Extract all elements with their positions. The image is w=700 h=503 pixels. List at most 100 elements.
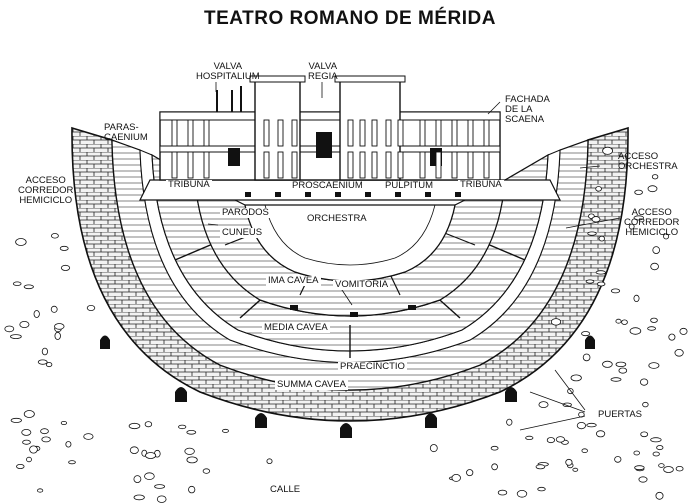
- stone: [638, 476, 648, 483]
- facade-column: [435, 119, 442, 147]
- facade-column: [171, 119, 178, 147]
- stone: [156, 495, 167, 503]
- label-valva-regia: VALVA REGIA: [308, 62, 338, 82]
- stone: [562, 402, 572, 407]
- stone: [629, 327, 642, 335]
- stone: [572, 467, 579, 472]
- label-line: HEMICICLO: [625, 227, 679, 238]
- stone: [555, 436, 566, 443]
- facade-column: [451, 151, 458, 179]
- stone: [65, 441, 72, 448]
- stone: [610, 288, 621, 294]
- label-calle: CALLE: [270, 484, 301, 495]
- label-parascaenium: PARAS- CAENIUM: [104, 123, 148, 143]
- stone: [651, 174, 659, 180]
- label-acceso-corredor-right: ACCESO CORREDOR HEMICICLO: [624, 208, 679, 238]
- stone: [41, 436, 51, 443]
- stone: [41, 347, 49, 356]
- stone: [658, 463, 665, 468]
- stone: [642, 401, 649, 408]
- facade-column: [187, 151, 194, 179]
- stone: [133, 494, 145, 501]
- stone: [145, 452, 157, 459]
- label-parodos: PARODOS: [220, 207, 271, 218]
- stone: [10, 334, 22, 340]
- stone: [663, 466, 674, 473]
- label-cuneus: CUNEUS: [220, 227, 265, 238]
- stone: [154, 484, 166, 489]
- facade-column: [483, 151, 490, 179]
- label-valva-hospitalium: VALVA HOSPITALIUM: [196, 62, 260, 82]
- stone: [595, 430, 606, 438]
- label-line: ORCHESTRA: [618, 161, 678, 172]
- label-proscaenium: PROSCAENIUM: [290, 180, 365, 191]
- facade-column: [451, 119, 458, 147]
- scattered-stones: [4, 146, 688, 503]
- label-tribuna-right: TRIBUNA: [458, 179, 504, 190]
- stone: [22, 439, 31, 445]
- pointer-lines: [207, 82, 621, 431]
- stone: [33, 310, 40, 318]
- stone: [640, 431, 649, 438]
- label-acceso-orchestra: ACCESO ORCHESTRA: [618, 152, 678, 172]
- stone: [21, 428, 32, 436]
- stone: [86, 304, 96, 311]
- label-tribuna-left: TRIBUNA: [166, 179, 212, 190]
- label-ima-cavea: IMA CAVEA: [266, 275, 321, 286]
- stone: [668, 333, 676, 341]
- stone: [40, 428, 49, 435]
- facade-column: [467, 119, 474, 147]
- stone: [68, 460, 76, 465]
- label-fachada-scaena: FACHADA DE LA SCAENA: [505, 95, 550, 125]
- facade-column: [187, 119, 194, 147]
- label-line: FACHADA: [505, 94, 550, 105]
- stone: [546, 437, 556, 444]
- stone: [652, 246, 660, 255]
- stone: [506, 418, 513, 426]
- stone: [647, 185, 658, 193]
- stone: [663, 233, 670, 240]
- stone: [621, 319, 628, 325]
- label-line: SCAENA: [505, 114, 545, 125]
- facade-column: [385, 119, 392, 147]
- label-line: VALVA: [308, 61, 338, 72]
- stone: [54, 331, 61, 340]
- label-line: VALVA: [213, 61, 243, 72]
- facade-column: [467, 151, 474, 179]
- scaena-facade: [159, 75, 501, 181]
- label-line: CORREDOR: [624, 217, 680, 228]
- stone: [188, 485, 196, 494]
- label-line: CORREDOR: [18, 185, 74, 196]
- facade-column: [397, 151, 404, 179]
- stone: [628, 223, 635, 230]
- facade-column: [419, 151, 426, 179]
- stone: [647, 326, 656, 331]
- label-pulpitum: PULPITUM: [383, 180, 436, 191]
- label-praecinctio: PRAECINCTIO: [338, 361, 407, 372]
- stone: [570, 374, 582, 382]
- stone: [144, 421, 153, 428]
- stone: [60, 264, 71, 271]
- stone: [525, 435, 534, 440]
- stone: [614, 456, 622, 463]
- stone: [633, 294, 640, 302]
- stone: [178, 424, 187, 430]
- facade-column: [291, 151, 298, 179]
- stone: [576, 421, 587, 430]
- stone: [581, 331, 591, 337]
- stone: [16, 463, 25, 469]
- facade-column: [277, 151, 284, 179]
- stone: [535, 464, 546, 470]
- label-line: REGIA: [308, 71, 338, 82]
- label-vomitoria: VOMITORIA: [333, 279, 391, 290]
- stone: [29, 445, 38, 454]
- stone: [186, 456, 198, 464]
- stone: [597, 281, 606, 287]
- facade-column: [359, 119, 366, 147]
- label-media-cavea: MEDIA CAVEA: [262, 322, 330, 333]
- stone: [59, 245, 69, 251]
- facade-columns: [171, 119, 490, 179]
- stone: [582, 353, 591, 362]
